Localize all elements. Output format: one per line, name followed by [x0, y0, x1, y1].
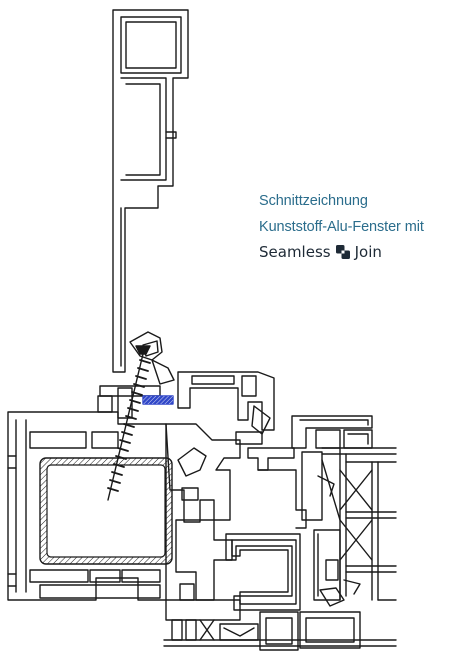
insulating-glass: [321, 447, 397, 601]
upper-alu-profile: [112, 9, 189, 373]
bottom-frame: [163, 611, 397, 651]
sash-alu-shell: [225, 447, 307, 611]
sash-profile: [165, 423, 259, 641]
right-frame: [291, 415, 373, 649]
brand-word-join: Join: [354, 243, 382, 261]
seal-strip: [142, 395, 174, 405]
steel-reinforcement: [39, 457, 173, 565]
main-frame: [7, 411, 167, 601]
caption-title: Schnittzeichnung: [259, 193, 368, 209]
caption-subtitle: Kunststoff-Alu-Fenster mit: [259, 219, 424, 235]
seamless-join-logo-icon: [335, 245, 350, 259]
glazing-clamp: [97, 331, 175, 419]
brand-word-seamless: Seamless: [259, 243, 331, 261]
caption-block: Schnittzeichnung Kunststoff-Alu-Fenster …: [259, 188, 464, 265]
glazing-bead: [177, 371, 275, 445]
brand-name: Seamless Join: [259, 239, 464, 265]
fixing-screw: [107, 345, 151, 501]
